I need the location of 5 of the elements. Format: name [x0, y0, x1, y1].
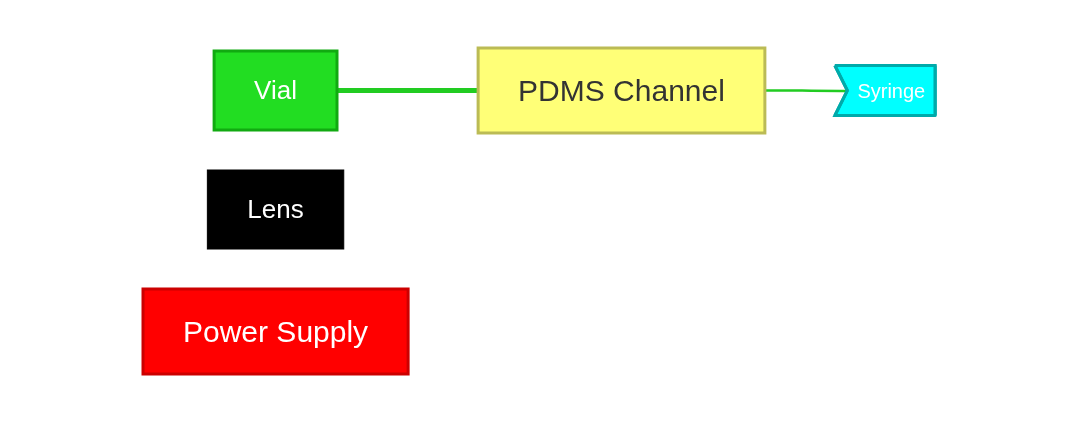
node-box: PDMS Channel	[477, 46, 767, 134]
node-box: Vial	[213, 49, 339, 131]
node-box: Power Supply	[141, 287, 410, 375]
connector	[337, 87, 479, 93]
node-box: Lens	[207, 169, 345, 249]
